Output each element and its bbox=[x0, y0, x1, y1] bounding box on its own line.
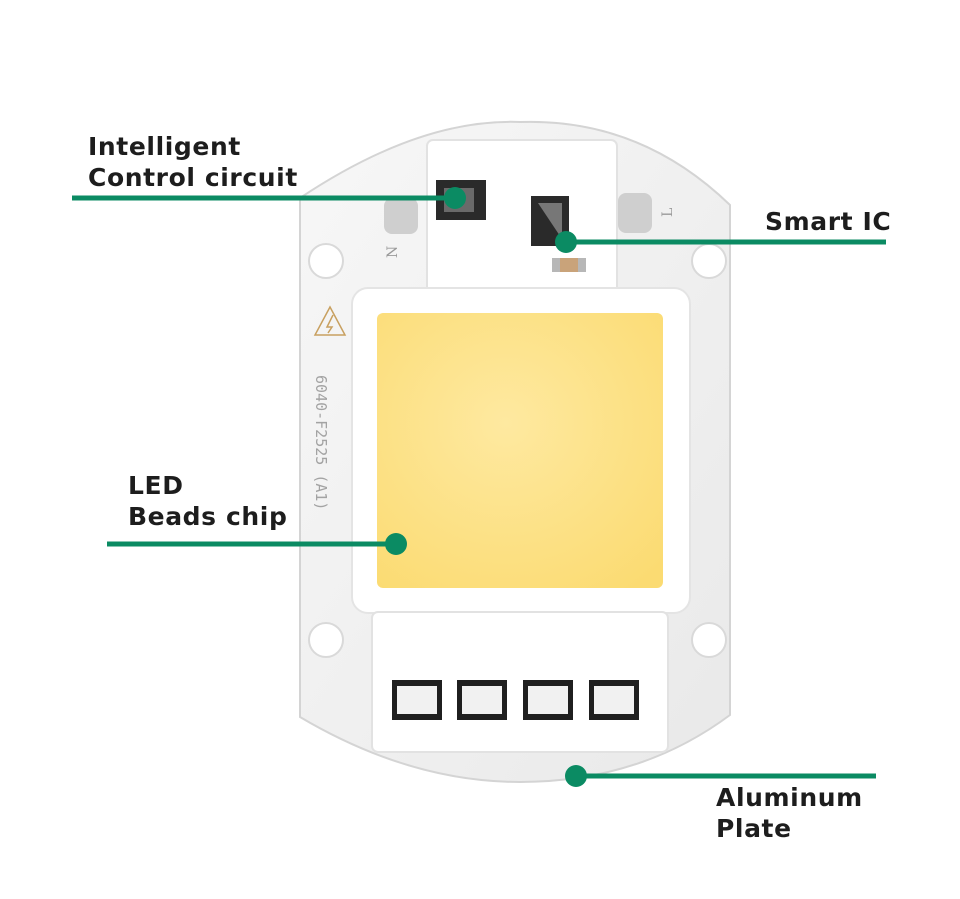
label-smart-ic: Smart IC bbox=[765, 207, 892, 236]
model-marking: 6040-F2525 (A1) bbox=[312, 375, 330, 510]
mounting-hole bbox=[691, 622, 727, 658]
connector-socket bbox=[523, 680, 573, 720]
led-beads-chip bbox=[377, 313, 663, 588]
warning-icon bbox=[313, 305, 347, 336]
mounting-hole bbox=[691, 243, 727, 279]
pin-l-label: L bbox=[660, 208, 676, 217]
mounting-hole bbox=[308, 622, 344, 658]
mounting-hole bbox=[308, 243, 344, 279]
connector-socket bbox=[392, 680, 442, 720]
solder-pad bbox=[384, 198, 418, 234]
callout-dot-aluminum-plate bbox=[565, 765, 587, 787]
connector-socket bbox=[457, 680, 507, 720]
pin-n-label: N bbox=[385, 246, 401, 258]
label-led-chip: LED Beads chip bbox=[128, 471, 288, 531]
solder-pad bbox=[618, 193, 652, 233]
smd-capacitor bbox=[552, 258, 586, 272]
connector-socket bbox=[589, 680, 639, 720]
callout-dot-control-circuit bbox=[444, 187, 466, 209]
label-aluminum-plate: Aluminum Plate bbox=[716, 783, 863, 843]
callout-dot-led-chip bbox=[385, 533, 407, 555]
label-control-circuit: Intelligent Control circuit bbox=[88, 132, 298, 192]
callout-dot-smart-ic bbox=[555, 231, 577, 253]
